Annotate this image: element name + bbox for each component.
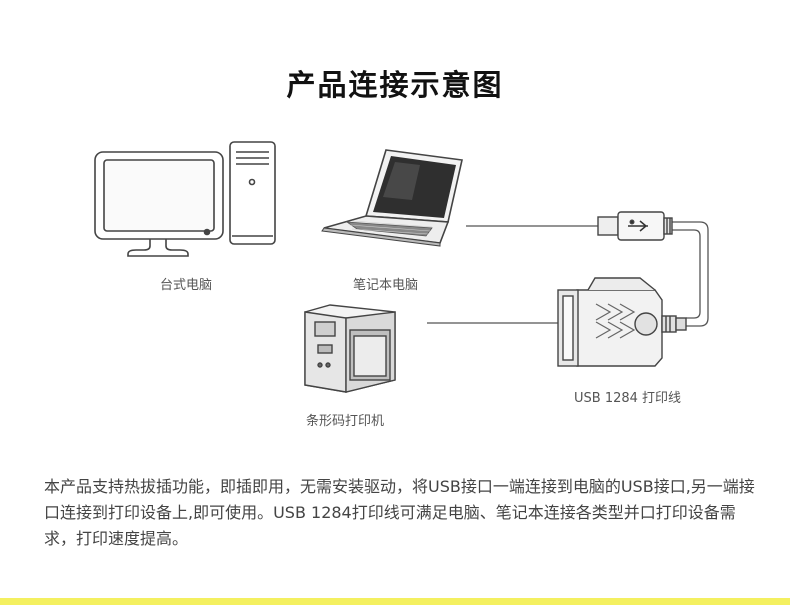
diagram-title: 产品连接示意图 bbox=[286, 68, 504, 102]
laptop-label: 笔记本电脑 bbox=[353, 278, 419, 293]
cable-loop bbox=[672, 221, 709, 327]
usb-plug-icon bbox=[597, 211, 673, 241]
cable-lines bbox=[427, 221, 709, 327]
product-description: 本产品支持热拔插功能，即插即用，无需安装驱动，将USB接口一端连接到电脑的USB… bbox=[44, 477, 755, 548]
desktop-label: 台式电脑 bbox=[160, 278, 213, 293]
desktop-computer-icon bbox=[94, 141, 276, 257]
parallel-connector-icon bbox=[557, 277, 687, 367]
footer-accent-band bbox=[0, 598, 790, 605]
laptop-icon bbox=[321, 149, 463, 247]
cable-label: USB 1284 打印线 bbox=[574, 391, 682, 406]
cable-loop-inner bbox=[672, 229, 701, 319]
barcode-printer-icon bbox=[304, 304, 396, 393]
printer-label: 条形码打印机 bbox=[306, 414, 385, 429]
